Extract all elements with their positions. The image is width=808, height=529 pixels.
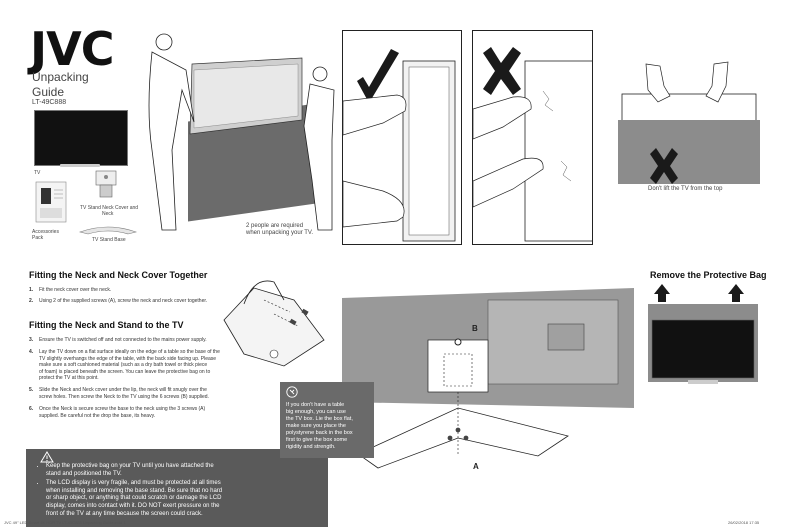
step-4-num: 4.: [29, 349, 34, 355]
warning-item-1: Keep the protective bag on your TV until…: [46, 463, 328, 478]
hint-l2: big enough, you can use: [286, 409, 346, 415]
step-3-num: 3.: [29, 337, 34, 343]
warning-2-l2: when installing and removing the base st…: [46, 487, 223, 494]
jvc-logo: JVC: [30, 22, 114, 76]
tv-back-stand-illustration: [342, 288, 634, 469]
step-2-text: Using 2 of the supplied screws (A), scre…: [39, 298, 208, 304]
neck-cover-illustration: [95, 170, 117, 198]
label-accessories-line2: Pack: [32, 235, 44, 241]
tv-front-illustration: [34, 110, 128, 166]
step-6: 6. Once the Neck is secure screw the base…: [29, 406, 205, 419]
warning-1-l2: stand and positioned the TV.: [46, 470, 122, 477]
hint-box: If you don't have a table big enough, yo…: [280, 382, 374, 458]
step-4-l2: TV slightly overhangs the edge of the ta…: [39, 355, 217, 362]
up-arrow-icon-right: [728, 284, 744, 302]
warning-box: Keep the protective bag on your TV until…: [26, 449, 328, 527]
two-people-note: 2 people are required when unpacking you…: [246, 223, 313, 237]
warning-2-l4: display, comes into contact with it. DO …: [46, 502, 220, 509]
up-arrow-icon-left: [654, 284, 670, 302]
hint-text: If you don't have a table big enough, yo…: [286, 402, 370, 451]
lift-caption: Don't lift the TV from the top: [648, 186, 723, 192]
label-neck-cover: TV Stand Neck Cover and Neck: [80, 205, 138, 217]
step-4-l1: Lay the TV down on a flat surface ideall…: [39, 349, 220, 355]
warning-2-l1: The LCD display is very fragile, and mus…: [46, 480, 221, 487]
hint-l5: polystyrene back in the box: [286, 430, 353, 436]
warning-2-l5: front of the TV at any time because the …: [46, 510, 203, 517]
correct-handling-panel: [342, 30, 462, 245]
hint-l3: the TV box. Lie the box flat,: [286, 416, 353, 422]
step-3-text: Ensure the TV is switched off and not co…: [39, 337, 207, 343]
accessories-pack-illustration: [35, 181, 67, 223]
label-accessories-pack: Accessories Pack: [32, 229, 59, 241]
stand-base-illustration: [78, 226, 138, 235]
screw-label-b: B: [472, 324, 478, 333]
cross-icon: [483, 47, 521, 95]
step-1: 1. Fit the neck cover over the neck.: [29, 287, 111, 294]
hint-l6: first to give the box some: [286, 437, 348, 443]
hint-icon: [286, 386, 298, 398]
model-number: LT-49C888: [32, 99, 67, 106]
lift-from-top-illustration: [618, 61, 760, 184]
heading-remove-bag: Remove the Protective Bag: [650, 270, 767, 280]
label-accessories-line1: Accessories: [32, 229, 59, 235]
hint-l4: make sure you place the: [286, 423, 346, 429]
warning-item-2: The LCD display is very fragile, and mus…: [46, 480, 328, 518]
neck-assembly-illustration: [223, 280, 325, 367]
tv-base-illustration: [60, 164, 100, 167]
hint-l7: rigidity and strength.: [286, 444, 336, 450]
two-people-line2: when unpacking your TV.: [246, 230, 314, 236]
remove-bag-illustration: [648, 284, 758, 384]
warning-2-l3: or sharp object, or anything that could …: [46, 495, 222, 502]
warning-list: Keep the protective bag on your TV until…: [26, 463, 328, 518]
step-5-l2: screw holes. Then screw the Neck to the …: [39, 393, 209, 400]
step-1-text: Fit the neck cover over the neck.: [39, 287, 112, 293]
label-neck-line2: Neck: [102, 211, 114, 217]
two-people-unpacking-illustration: [148, 33, 335, 231]
step-4: 4. Lay the TV down on a flat surface idea…: [29, 349, 220, 382]
step-2-num: 2.: [29, 298, 34, 304]
two-people-line1: 2 people are required: [246, 223, 304, 229]
step-6-l2: supplied. Be careful not the drop the ba…: [39, 412, 156, 419]
label-neck-line1: TV Stand Neck Cover and: [80, 205, 139, 211]
step-4-l4: of foam) is placed beneath the screen. Y…: [39, 368, 211, 375]
wrong-handling-illustration: [473, 47, 592, 242]
title-line-1: Unpacking: [32, 70, 89, 84]
step-4-l3: make sure a soft cushioned material (suc…: [39, 362, 208, 369]
guide-title: Unpacking Guide: [32, 70, 89, 100]
step-5-num: 5.: [29, 387, 34, 393]
warning-icon: [40, 451, 54, 463]
step-5: 5. Slide the Neck and Neck cover under th…: [29, 387, 209, 400]
hint-l1: If you don't have a table: [286, 402, 345, 408]
wrong-handling-panel: [472, 30, 593, 245]
cross-icon-lift: [650, 148, 678, 184]
screw-label-a: A: [473, 462, 479, 471]
step-2: 2. Using 2 of the supplied screws (A), sc…: [29, 298, 207, 305]
step-3: 3. Ensure the TV is switched off and not …: [29, 337, 207, 344]
heading-neck-cover: Fitting the Neck and Neck Cover Together: [29, 270, 208, 280]
warning-1-l1: Keep the protective bag on your TV until…: [46, 463, 214, 469]
correct-handling-illustration: [343, 49, 456, 242]
label-tv: TV: [34, 170, 41, 176]
bag-illustration: [618, 120, 760, 184]
step-6-num: 6.: [29, 406, 34, 412]
step-5-l1: Slide the Neck and Neck cover under the …: [39, 387, 207, 393]
footer-right: 26/02/2018 17:35: [728, 520, 760, 525]
label-stand-base: TV Stand Base: [92, 237, 126, 243]
step-1-num: 1.: [29, 287, 34, 293]
footer-left: JVC 49" LED Smart 4K HDR TV LT-49C888 Un…: [4, 520, 126, 525]
heading-stand: Fitting the Neck and Stand to the TV: [29, 320, 184, 330]
checkmark-icon: [357, 49, 399, 103]
title-line-2: Guide: [32, 85, 65, 99]
step-4-l5: protect the TV at this point.: [39, 375, 99, 382]
step-6-l1: Once the Neck is secure screw the base t…: [39, 406, 206, 412]
